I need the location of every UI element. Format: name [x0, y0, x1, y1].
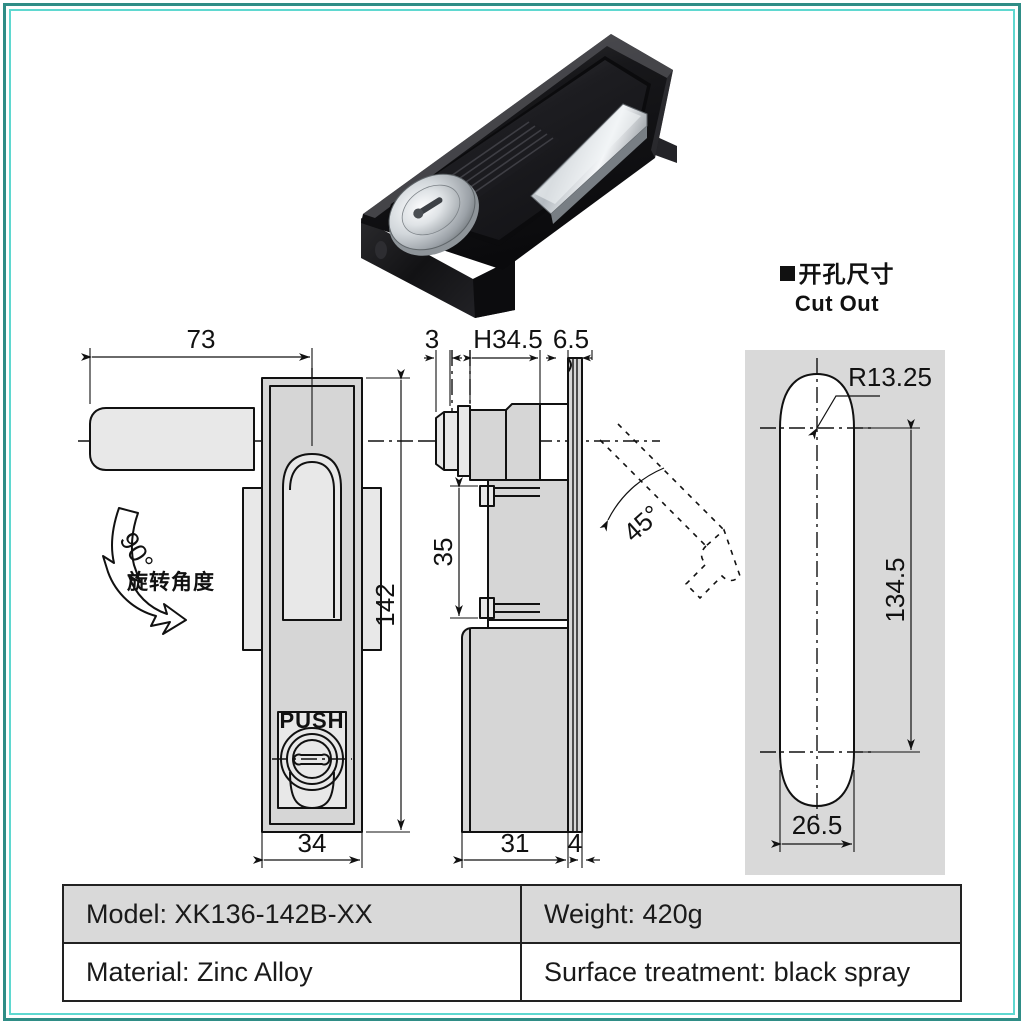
spec-surface-treatment: Surface treatment: black spray: [544, 956, 911, 987]
dim-panel-offset: 6.5: [553, 324, 589, 354]
spec-model: Model: XK136-142B-XX: [64, 886, 522, 942]
table-row: Material: Zinc Alloy Surface treatment: …: [64, 944, 960, 1000]
cutout-label-chinese: 开孔尺寸: [737, 262, 937, 289]
handle-swing-phantom: [599, 423, 741, 600]
dim-swing-angle: 45°: [617, 499, 666, 548]
rotation-angle-arrow-icon: 90°: [102, 507, 187, 635]
dim-body-depth: 31: [501, 828, 530, 858]
dim-corner-radius: R13.25: [848, 362, 932, 392]
spec-material: Material: Zinc Alloy: [64, 944, 522, 1000]
dim-panel-thickness: 4: [568, 828, 582, 858]
cutout-label-block: 开孔尺寸 Cut Out: [737, 262, 937, 317]
dim-front-plate: 3: [425, 324, 439, 354]
dim-body-width: 34: [298, 828, 327, 858]
dim-grip-depth: H34.5: [473, 324, 542, 354]
dim-handle-length: 73: [187, 324, 216, 354]
dim-cutout-width: 26.5: [792, 810, 843, 840]
spec-weight: Weight: 420g: [544, 898, 703, 929]
dim-mount-height: 35: [428, 538, 458, 567]
panel-lock-product-photo: [355, 18, 685, 318]
rotation-angle-label-chinese: 旋转角度: [127, 570, 215, 594]
technical-drawings: .ln { fill:none; stroke:#111; stroke-wid…: [0, 320, 1024, 880]
cutout-label-english: Cut Out: [794, 291, 880, 317]
bullet-square-icon: [779, 266, 795, 281]
dim-cutout-height: 134.5: [880, 557, 910, 622]
svg-text:90°: 90°: [113, 527, 159, 576]
specification-table: Model: XK136-142B-XX Weight: 420g Materi…: [62, 884, 962, 1002]
dim-body-height: 142: [370, 583, 400, 626]
table-row: Model: XK136-142B-XX Weight: 420g: [64, 886, 960, 944]
